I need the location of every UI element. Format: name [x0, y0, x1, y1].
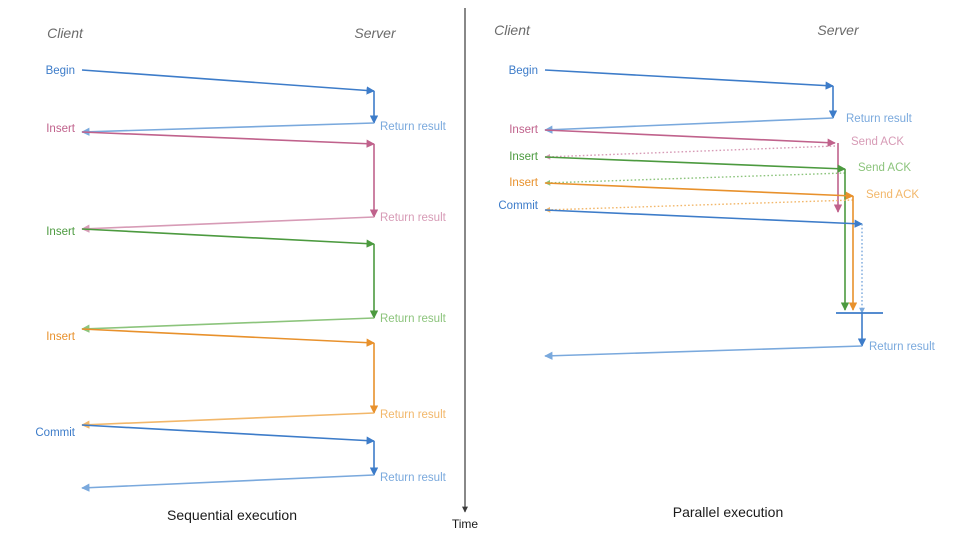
message-label-insert1-request: Insert	[46, 123, 76, 135]
message-commit-request: Commit	[498, 200, 863, 228]
message-begin-request: Begin	[509, 65, 834, 90]
message-begin-return: Return result	[81, 121, 447, 136]
message-commit-return: Return result	[544, 341, 936, 360]
message-label-commit-return: Return result	[869, 341, 936, 353]
message-insert1-request: Insert	[509, 124, 836, 147]
message-label-commit-return: Return result	[380, 472, 447, 484]
message-line-begin-return	[81, 122, 375, 136]
message-label-insert1-ack: Send ACK	[851, 136, 904, 148]
message-line-begin-request	[544, 69, 834, 90]
message-label-begin-return: Return result	[846, 113, 913, 125]
message-label-insert3-ack: Send ACK	[866, 189, 919, 201]
message-insert3-request: Insert	[509, 177, 854, 200]
message-line-insert3-request	[81, 328, 375, 347]
message-insert3-request: Insert	[46, 328, 375, 347]
panel-caption-sequential: Sequential execution	[167, 507, 297, 523]
message-line-insert3-request	[544, 182, 854, 200]
message-insert3-ack: Send ACK	[544, 189, 919, 213]
message-label-insert1-return: Return result	[380, 212, 447, 224]
message-label-begin-request: Begin	[46, 65, 75, 77]
message-commit-request: Commit	[35, 424, 375, 445]
message-begin-return: Return result	[544, 113, 913, 134]
message-insert1-request: Insert	[46, 123, 375, 148]
message-label-insert1-request: Insert	[509, 124, 539, 136]
message-insert3-return: Return result	[81, 409, 447, 429]
message-line-insert1-ack	[544, 145, 836, 160]
time-axis: Time	[452, 8, 479, 531]
lane-header-client: Client	[47, 25, 84, 41]
message-label-insert3-return: Return result	[380, 409, 447, 421]
message-label-begin-return: Return result	[380, 121, 447, 133]
time-axis-label: Time	[452, 517, 479, 531]
message-label-insert2-return: Return result	[380, 313, 447, 325]
message-label-insert2-request: Insert	[509, 151, 539, 163]
message-line-insert1-request	[81, 131, 375, 148]
message-insert1-ack: Send ACK	[544, 136, 904, 160]
message-line-commit-request	[81, 424, 375, 445]
message-commit-return: Return result	[81, 472, 447, 492]
message-line-insert3-return	[81, 412, 375, 429]
message-insert1-return: Return result	[81, 212, 447, 233]
message-label-insert3-request: Insert	[509, 177, 539, 189]
message-line-commit-return	[544, 345, 863, 360]
message-insert2-request: Insert	[46, 226, 375, 248]
message-label-insert2-request: Insert	[46, 226, 76, 238]
message-label-begin-request: Begin	[509, 65, 538, 77]
message-insert2-request: Insert	[509, 151, 846, 173]
message-label-commit-request: Commit	[35, 427, 75, 439]
message-line-commit-request	[544, 209, 863, 228]
lane-header-server: Server	[817, 22, 860, 38]
message-line-commit-return	[81, 474, 375, 492]
panel-caption-parallel: Parallel execution	[673, 504, 784, 520]
message-line-insert2-request	[544, 156, 846, 173]
lane-header-client: Client	[494, 22, 531, 38]
message-label-insert3-request: Insert	[46, 331, 76, 343]
message-label-commit-request: Commit	[498, 200, 538, 212]
message-line-begin-return	[544, 117, 834, 134]
message-line-insert1-return	[81, 216, 375, 233]
message-label-insert2-ack: Send ACK	[858, 162, 911, 174]
message-line-insert2-return	[81, 317, 375, 333]
message-line-insert2-request	[81, 228, 375, 248]
message-line-insert3-ack	[544, 199, 854, 213]
message-line-begin-request	[81, 69, 375, 95]
message-insert2-return: Return result	[81, 313, 447, 333]
lane-header-server: Server	[354, 25, 397, 41]
message-begin-request: Begin	[46, 65, 375, 95]
message-line-insert1-request	[544, 129, 836, 147]
message-line-insert2-ack	[544, 172, 846, 186]
message-insert2-ack: Send ACK	[544, 162, 911, 186]
